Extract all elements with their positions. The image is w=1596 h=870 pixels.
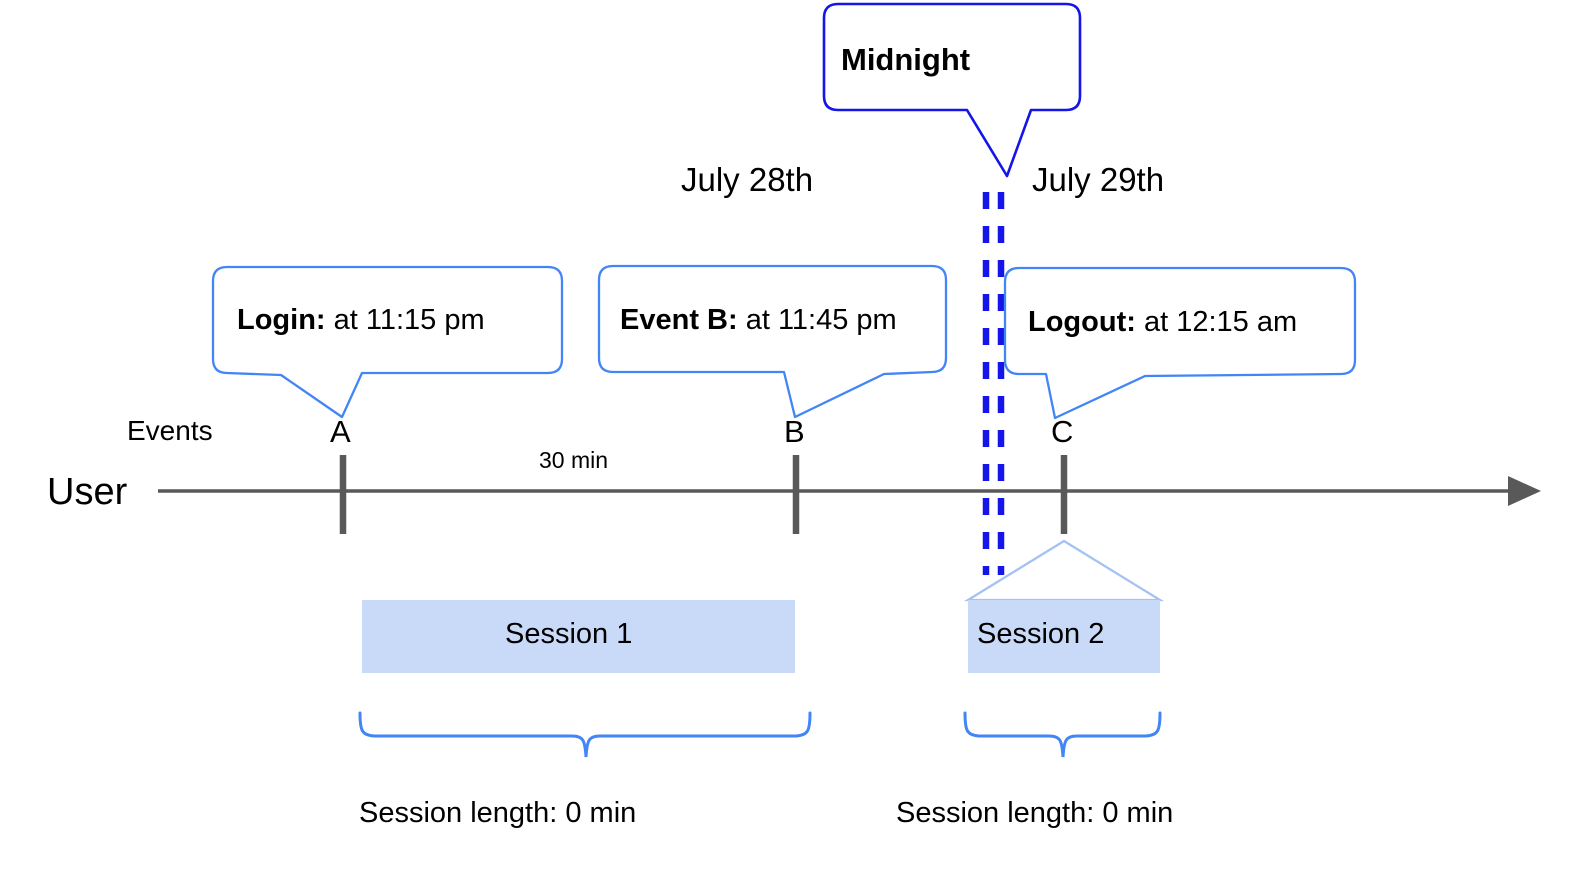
axis-arrowhead-icon xyxy=(1508,476,1541,506)
date-label-left: July 28th xyxy=(681,161,814,198)
logout-callout-bold: Logout: xyxy=(1028,306,1136,338)
logout-callout-shape xyxy=(1003,266,1357,420)
login-callout-bold: Login: xyxy=(237,304,326,336)
session-1-shape xyxy=(362,600,795,673)
login-callout-rest: at 11:15 pm xyxy=(325,304,485,336)
session-1-brace-path xyxy=(358,711,812,758)
events-row-label: Events xyxy=(127,415,213,446)
session-2-brace-path xyxy=(963,711,1162,758)
user-row-label: User xyxy=(47,471,128,513)
event-letter-a: A xyxy=(330,414,351,449)
midnight-bubble-path xyxy=(822,2,1082,178)
session-2-shape xyxy=(963,539,1165,673)
logout-callout-rest: at 12:15 am xyxy=(1135,306,1298,338)
session-1-label: Session 1 xyxy=(505,618,633,650)
session-1-brace xyxy=(358,711,812,758)
eventb-callout-shape xyxy=(597,264,948,419)
login-bubble-path xyxy=(211,265,564,419)
date-label-right: July 29th xyxy=(1032,161,1165,198)
logout-callout-text: Logout: at 12:15 am xyxy=(1028,308,1297,337)
session-2-box xyxy=(968,600,1160,673)
event-ticks xyxy=(339,455,1068,534)
eventb-callout-bold: Event B: xyxy=(620,304,738,336)
session-2-label: Session 2 xyxy=(977,618,1105,650)
eventb-callout-rest: at 11:45 pm xyxy=(737,304,897,336)
gap-duration-label: 30 min xyxy=(539,447,609,473)
event-letter-c: C xyxy=(1051,414,1074,449)
session-2-brace xyxy=(963,711,1162,758)
session-2-length-label: Session length: 0 min xyxy=(896,797,1174,829)
logout-bubble-path xyxy=(1003,266,1357,420)
login-callout-text: Login: at 11:15 pm xyxy=(237,306,485,335)
eventb-callout-text: Event B: at 11:45 pm xyxy=(620,306,897,335)
timeline-axis xyxy=(158,476,1541,506)
midnight-callout-shape xyxy=(822,2,1082,178)
session-1-box xyxy=(362,600,795,673)
midnight-callout-label: Midnight xyxy=(841,42,971,77)
login-callout-shape xyxy=(211,265,564,419)
event-letter-b: B xyxy=(784,414,805,449)
eventb-bubble-path xyxy=(597,264,948,419)
session-2-roof xyxy=(963,539,1165,602)
session-1-length-label: Session length: 0 min xyxy=(359,797,637,829)
midnight-dashed-lines xyxy=(982,192,1005,575)
